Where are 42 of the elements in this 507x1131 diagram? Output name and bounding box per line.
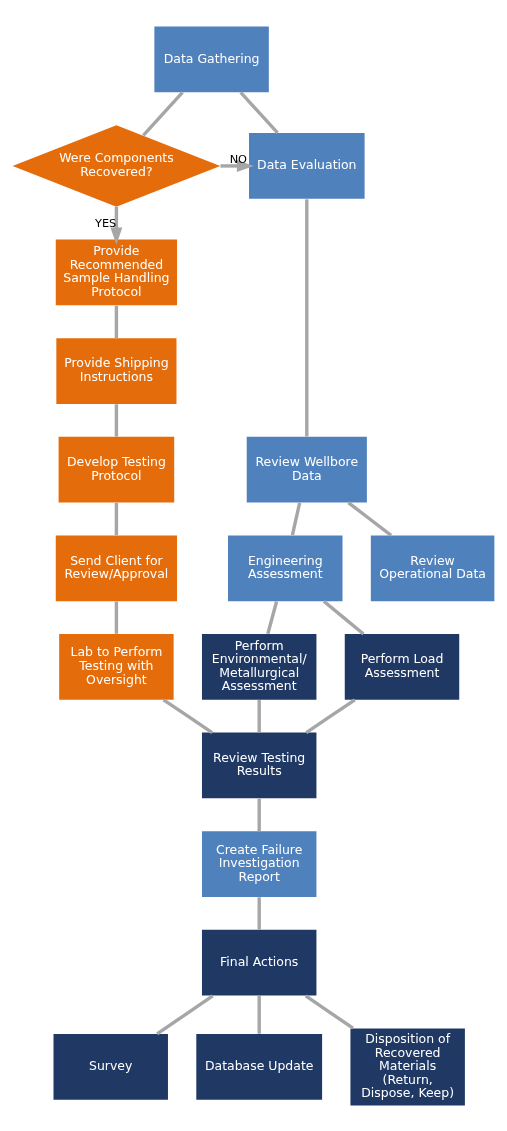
node-box: Perform Load Assessment <box>344 633 460 700</box>
connector <box>114 600 119 634</box>
node-box: Provide Shipping Instructions <box>56 337 177 404</box>
node-box: Create Failure Investigation Report <box>201 830 317 897</box>
node-box: Data Evaluation <box>249 132 365 199</box>
edge-label: YES <box>94 215 117 230</box>
edge-label: NO <box>229 151 248 166</box>
connector <box>305 697 356 734</box>
connector <box>239 90 279 134</box>
connector <box>156 993 214 1035</box>
node-box: Review Operational Data <box>370 534 495 601</box>
node-box: Disposition of Recovered Materials (Return, Dispose, Keep) <box>350 1027 465 1105</box>
connector <box>347 500 393 537</box>
node-box: Perform Environmental/ Metallurgical Assessment <box>201 633 317 700</box>
connector <box>114 403 119 437</box>
connector <box>257 699 261 732</box>
node-box: Data Gathering <box>154 26 269 92</box>
node-box: Develop Testing Protocol <box>58 436 175 503</box>
arrow <box>220 159 254 172</box>
connector <box>266 600 279 634</box>
connector <box>290 502 302 536</box>
node-box: Engineering Assessment <box>228 534 343 601</box>
connector <box>257 896 261 930</box>
arrow <box>110 206 123 245</box>
connector <box>114 305 119 338</box>
node-box: Review Testing Results <box>201 732 317 798</box>
connector <box>142 90 184 136</box>
node-box: Review Wellbore Data <box>246 436 367 503</box>
node-box: Database Update <box>196 1033 323 1100</box>
connector <box>322 599 365 635</box>
connector <box>305 198 309 436</box>
node-box: Send Client for Review/Approval <box>55 534 178 601</box>
connector <box>257 798 261 831</box>
node-box: Lab to Perform Testing with Oversight <box>59 633 174 700</box>
connector <box>114 502 119 535</box>
connector <box>162 697 214 734</box>
node-box: Survey <box>53 1033 168 1100</box>
node-box: Final Actions <box>201 929 317 996</box>
connector <box>304 993 354 1030</box>
connector <box>257 995 261 1034</box>
node-box: Provide Recommended Sample Handling Protocol <box>55 239 178 305</box>
node-diamond: Were Components Recovered? <box>12 124 221 207</box>
